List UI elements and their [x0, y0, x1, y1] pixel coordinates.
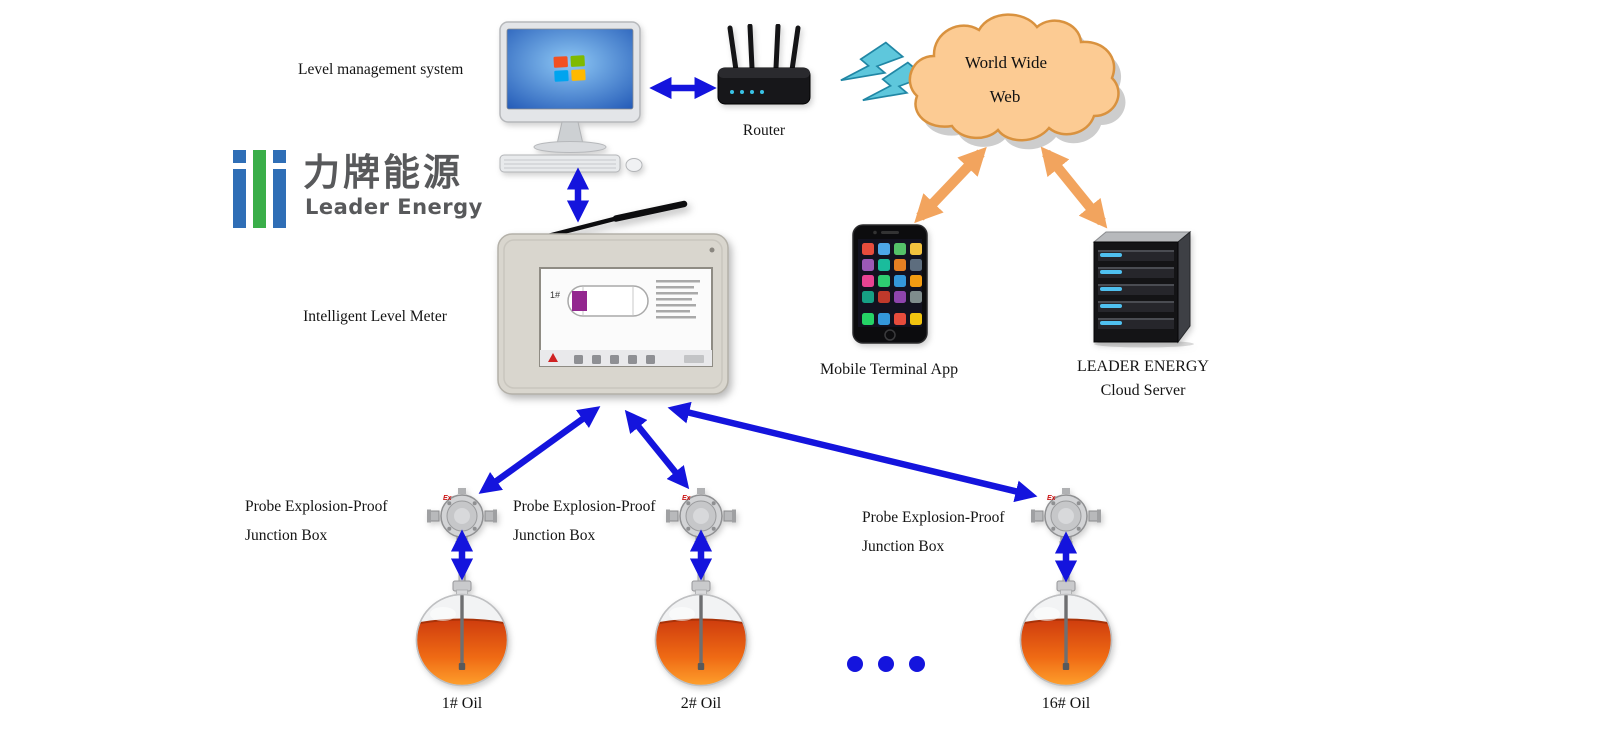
junction-box-1-label-line1: Probe Explosion-Proof: [245, 498, 388, 515]
junction-box-illustration-1: Ex: [427, 488, 497, 545]
company-logo-chinese: 力牌能源: [303, 151, 463, 194]
phone-home-button: [884, 329, 896, 341]
oil-tank-illustration-1: [415, 568, 509, 687]
meter-screen-tank-graphic: [567, 285, 649, 317]
system-label: Level management system: [298, 61, 464, 78]
junction-box-3-label-line2: Junction Box: [862, 538, 945, 555]
arrow-cloud-phone: [914, 146, 987, 224]
junction-box-ex-marking: Ex: [443, 495, 453, 502]
probe-rod: [699, 594, 703, 666]
server-top-face: [1092, 231, 1192, 243]
server-illustration: [1092, 230, 1194, 348]
desktop-computer-illustration: [499, 21, 643, 173]
arrow-meter-junction-box-1: [478, 406, 601, 494]
monitor-stand: [556, 121, 584, 145]
junction-box-2-label-line2: Junction Box: [513, 527, 596, 544]
cloud-label-line1: World Wide: [965, 53, 1047, 72]
oil-tank-illustration-16: [1019, 568, 1113, 687]
meter-power-led: [709, 247, 715, 253]
junction-box-screws: [1051, 501, 1081, 531]
server-label-line1: LEADER ENERGY: [1077, 358, 1209, 375]
router-illustration: [717, 24, 811, 105]
phone-app-grid: [862, 243, 922, 325]
meter-screen-toolbar: [540, 350, 712, 366]
wireless-link-icon: [840, 41, 927, 102]
tank-1-label: 1# Oil: [441, 695, 483, 712]
mouse: [625, 158, 643, 172]
alarm-triangle-icon: [548, 353, 558, 362]
oil-tank-illustration-2: [654, 568, 748, 687]
smartphone-illustration: [852, 224, 928, 344]
junction-box-ex-marking: Ex: [682, 495, 692, 502]
ellipsis-dots: [847, 656, 925, 672]
monitor-base: [533, 141, 607, 153]
server-side-face: [1177, 230, 1191, 344]
cloud-label-line2: Web: [990, 87, 1021, 106]
arrow-meter-junction-box-3: [667, 401, 1038, 503]
probe-rod: [1064, 594, 1068, 666]
phone-label: Mobile Terminal App: [819, 361, 959, 378]
tank-16-label: 16# Oil: [1041, 695, 1091, 712]
junction-box-screws: [447, 501, 477, 531]
company-logo-mark: [233, 150, 286, 228]
windows-logo-icon: [553, 55, 586, 82]
phone-speaker: [881, 231, 899, 234]
tank-2-label: 2# Oil: [680, 695, 722, 712]
server-slots: [1098, 250, 1174, 329]
company-logo-english: Leader Energy: [305, 195, 483, 219]
meter-label: Intelligent Level Meter: [303, 308, 447, 325]
junction-box-2-label-line1: Probe Explosion-Proof: [513, 498, 656, 515]
server-label-line2: Cloud Server: [1100, 382, 1186, 399]
junction-box-illustration-3: Ex: [1031, 488, 1101, 545]
junction-box-illustration-2: Ex: [666, 488, 736, 545]
keyboard: [499, 154, 621, 173]
router-leds: [730, 90, 764, 94]
junction-box-ex-marking: Ex: [1047, 495, 1057, 502]
meter-screen-readout-lines: [656, 280, 700, 319]
cloud-body: [908, 13, 1120, 142]
arrow-cloud-server: [1040, 146, 1108, 229]
arrow-meter-junction-box-2: [624, 409, 690, 490]
junction-box-1-label-line2: Junction Box: [245, 527, 328, 544]
cloud-shape: World Wide Web: [908, 13, 1126, 150]
router-label: Router: [742, 122, 786, 139]
monitor-screen: [506, 28, 634, 110]
probe-rod: [460, 594, 464, 666]
junction-box-3-label-line1: Probe Explosion-Proof: [862, 509, 1005, 526]
meter-screen-tank-tag: 1#: [550, 290, 560, 300]
phone-camera: [873, 230, 877, 235]
router-antennas: [727, 24, 801, 73]
junction-box-screws: [686, 501, 716, 531]
level-meter-illustration: 1#: [497, 200, 729, 395]
